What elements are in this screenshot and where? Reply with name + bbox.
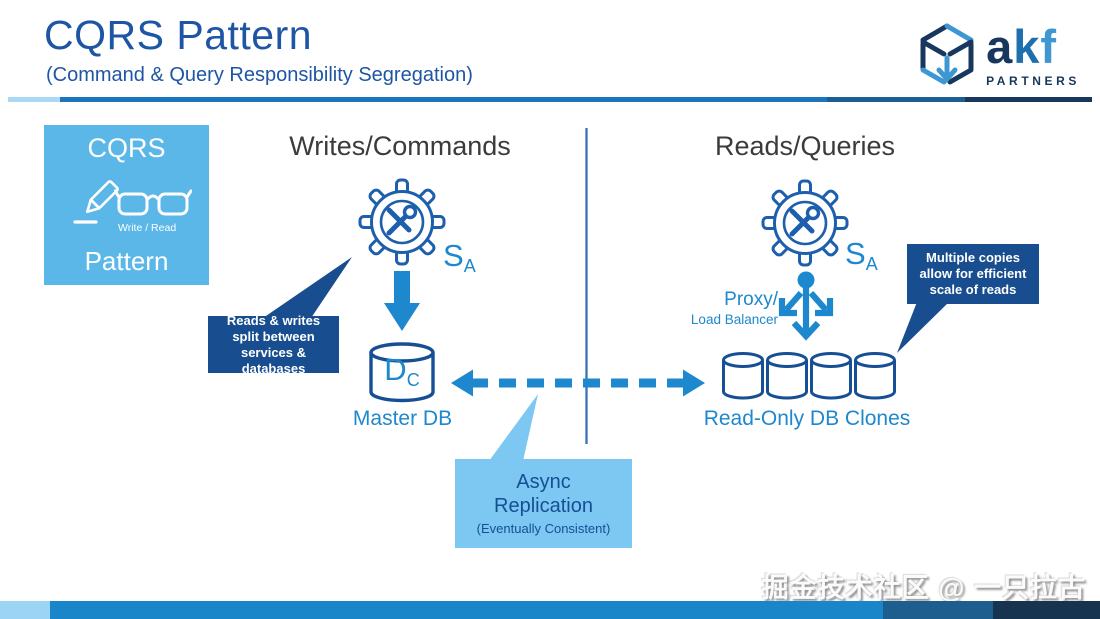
read-service-label: SA [845, 236, 878, 274]
glasses-icon [114, 189, 192, 216]
readonly-db-icon-1 [722, 352, 764, 400]
async-line3: (Eventually Consistent) [476, 521, 611, 536]
rule-seg-mid [827, 97, 965, 102]
master-db-caption: Master DB [352, 407, 453, 430]
down-arrow [384, 271, 420, 331]
watermark: 掘金技术社区 @ 一只拉古 [761, 573, 1086, 603]
readonly-db-icon-2 [766, 352, 808, 400]
write-service-gear-icon [358, 178, 446, 266]
write-read-caption: Write / Read [118, 222, 177, 234]
callout-split-text: Reads & writes split between services & … [226, 312, 321, 376]
callout-async-tail [489, 394, 538, 461]
card-subtitle: Pattern [84, 246, 169, 276]
load-balancer-icon [778, 271, 834, 341]
readonly-db-icon-4 [854, 352, 896, 400]
callout-copies: Multiple copies allow for efficient scal… [907, 244, 1039, 304]
pencil-icon [73, 180, 119, 224]
async-line2: Replication [494, 495, 593, 517]
writes-heading: Writes/Commands [289, 131, 511, 161]
bottombar-seg-blue [50, 601, 883, 619]
master-db-icon [369, 342, 435, 403]
bottombar-seg-navy [993, 601, 1100, 619]
proxy-label: Proxy/ Load Balancer [690, 289, 778, 327]
reads-heading: Reads/Queries [714, 131, 896, 161]
bottom-bar [0, 601, 1100, 619]
callout-async-replication: Async Replication (Eventually Consistent… [455, 459, 632, 548]
rule-seg-navy [965, 97, 1092, 102]
rule-seg-light [8, 97, 60, 102]
master-db-label: DC [384, 352, 420, 390]
bottombar-seg-mid [883, 601, 993, 619]
write-service-label: SA [443, 238, 476, 276]
logo-partners-text: PARTNERS [986, 74, 1080, 88]
readonly-db-caption: Read-Only DB Clones [703, 407, 911, 430]
callout-copies-tail [897, 302, 949, 353]
callout-copies-text: Multiple copies allow for efficient scal… [919, 250, 1027, 297]
page-subtitle: (Command & Query Responsibility Segregat… [46, 64, 473, 86]
rule-seg-blue [60, 97, 827, 102]
page-title: CQRS Pattern [44, 12, 313, 58]
logo-wordmark: akf [986, 20, 1058, 73]
replication-arrowhead-right [683, 369, 705, 397]
akf-cube-icon [920, 23, 974, 85]
cqrs-pattern-card: CQRS Write / Read Pattern [44, 125, 209, 285]
callout-split: Reads & writes split between services & … [208, 313, 339, 376]
readonly-db-icon-3 [810, 352, 852, 400]
async-line1: Async [516, 471, 571, 493]
card-title: CQRS [87, 133, 166, 163]
replication-arrowhead-left [451, 369, 473, 397]
read-service-gear-icon [761, 179, 849, 267]
akf-partners-logo: akf PARTNERS [916, 22, 1080, 88]
header-rule [8, 97, 1092, 102]
callout-split-tail [263, 257, 352, 318]
bottombar-seg-light [0, 601, 50, 619]
